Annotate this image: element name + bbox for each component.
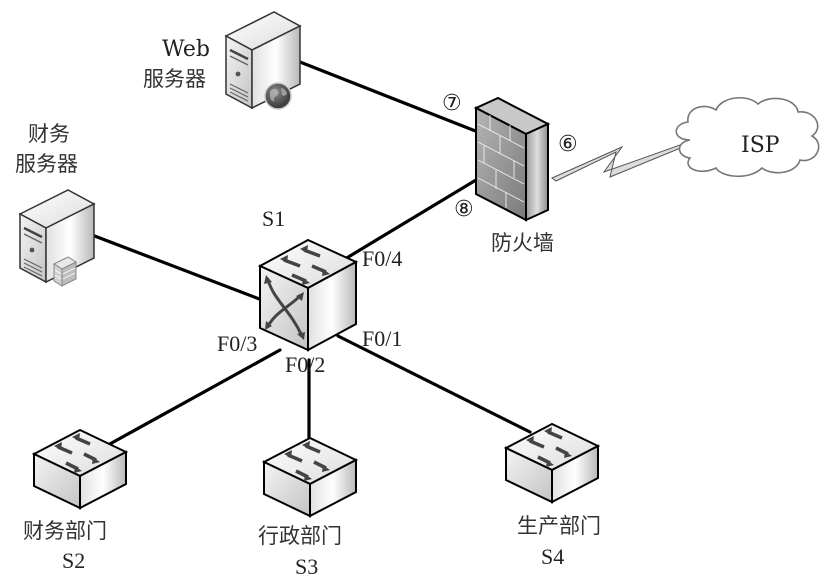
finance-server[interactable] (18, 189, 96, 287)
web-server-label-1: Web (162, 37, 210, 62)
port-label-f02: F0/2 (285, 352, 325, 377)
s3-label: S3 (295, 554, 318, 579)
s2-label: S2 (62, 548, 85, 573)
cross-arrows-icon (264, 275, 305, 340)
link-firewall-s1 (338, 178, 478, 264)
s4-dept-label: 生产部门 (517, 514, 601, 538)
link-s1-s2 (106, 348, 282, 447)
globe-icon (264, 82, 292, 110)
firewall[interactable] (473, 96, 551, 222)
switch-arrows-icon (54, 433, 100, 473)
firewall-label: 防火墙 (491, 231, 554, 255)
switch-s3[interactable] (261, 436, 359, 518)
switch-s2[interactable] (31, 428, 129, 510)
s4-label: S4 (541, 544, 564, 569)
port-label-f04: F0/4 (362, 246, 402, 271)
web-server[interactable] (224, 11, 302, 110)
s3-dept-label: 行政部门 (258, 524, 342, 548)
firewall-badge-icon (52, 256, 78, 287)
finance-server-label-2: 服务器 (15, 152, 78, 176)
link-finance-server-s1 (90, 233, 264, 302)
switch-arrows-icon (284, 441, 330, 481)
links (90, 60, 685, 447)
port-label-8: ⑧ (454, 197, 474, 222)
core-switch-s1[interactable] (257, 238, 359, 352)
port-label-6: ⑥ (558, 132, 578, 157)
web-server-label-2: 服务器 (143, 67, 206, 91)
port-label-7: ⑦ (442, 91, 462, 116)
s1-label: S1 (262, 206, 285, 231)
isp-label: ISP (741, 133, 780, 158)
link-s1-s4 (336, 334, 532, 434)
isp-cloud[interactable] (675, 97, 820, 178)
switch-arrows-icon (280, 245, 330, 285)
port-label-f01: F0/1 (362, 326, 402, 351)
finance-server-label-1: 财务 (28, 122, 70, 146)
port-label-f03: F0/3 (217, 331, 257, 356)
switch-arrows-icon (526, 427, 572, 467)
s2-dept-label: 财务部门 (23, 519, 107, 543)
link-web-firewall (298, 60, 480, 134)
switch-s4[interactable] (503, 422, 601, 504)
